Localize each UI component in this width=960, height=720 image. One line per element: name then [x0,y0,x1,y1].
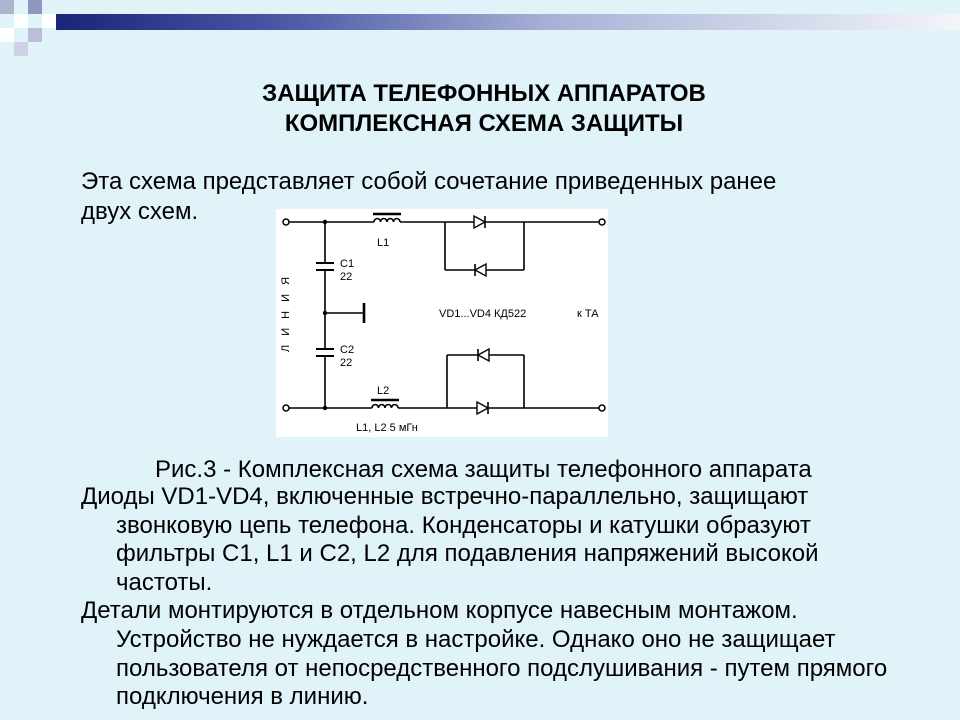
decor-square [14,42,28,56]
figure-caption: Рис.3 - Комплексная схема защиты телефон… [155,456,812,483]
label-c2-value: 22 [340,357,352,369]
label-to-phone: к ТА [577,308,599,320]
decor-square [28,28,42,42]
label-l2: L2 [377,385,389,397]
diode-vd2 [473,262,487,278]
decor-square [42,14,56,28]
circuit-diagram: L1 C1 22 Л И Н И Я VD1...VD4 КД522 к ТА … [276,209,608,437]
paragraph-line: пользователя от непосредственного подслу… [116,655,888,682]
diode-vd3 [476,347,490,363]
paragraph-line: Устройство не нуждается в настройке. Одн… [116,626,836,653]
junction-dot [322,219,328,225]
paragraph-line: звонковую цепь телефона. Конденсаторы и … [116,512,811,539]
decor-square [28,0,42,14]
diode-triangle [476,400,490,416]
decor-square [0,0,14,14]
intro-text-line: Эта схема представляет собой сочетание п… [81,168,777,195]
paragraph-line: Детали монтируются в отдельном корпусе н… [81,597,798,624]
slide-subtitle-line: КОМПЛЕКСНАЯ СХЕМА ЗАЩИТЫ [284,110,684,137]
decor-square [14,14,28,28]
diode-vd1 [473,214,487,230]
terminal-line-bottom [282,404,290,412]
label-l1: L1 [377,237,389,249]
label-c1: C1 [340,258,354,270]
paragraph-line: фильтры C1, L1 и C2, L2 для подавления н… [116,540,819,567]
diode-triangle [473,262,487,278]
terminal-phone-bottom [598,404,606,412]
label-c2: C2 [340,344,354,356]
inductor-l1-coil [373,217,401,223]
paragraph-line: частоты. [116,569,213,596]
circuit-schematic: L1 C1 22 Л И Н И Я VD1...VD4 КД522 к ТА … [280,212,606,434]
inductor-l2-coil [371,403,399,409]
paragraph-line: подключения в линию. [116,683,369,710]
terminal-phone-top [598,218,606,226]
decor-square [0,28,14,42]
slide-title-line: ЗАЩИТА ТЕЛЕФОННЫХ АППАРАТОВ [262,80,706,107]
diode-triangle [473,214,487,230]
label-diodes: VD1...VD4 КД522 [439,308,526,320]
junction-dot [322,405,328,411]
terminal-line-top [282,218,290,226]
diode-vd4 [476,400,490,416]
diode-triangle [476,347,490,363]
label-line: Л И Н И Я [280,274,292,352]
paragraph-line: Диоды VD1-VD4, включенные встречно-парал… [81,483,809,510]
intro-text-line: двух схем. [81,198,199,225]
label-inductance: L1, L2 5 мГн [356,422,418,434]
label-c1-value: 22 [340,271,352,283]
header-gradient-bar [56,14,960,30]
